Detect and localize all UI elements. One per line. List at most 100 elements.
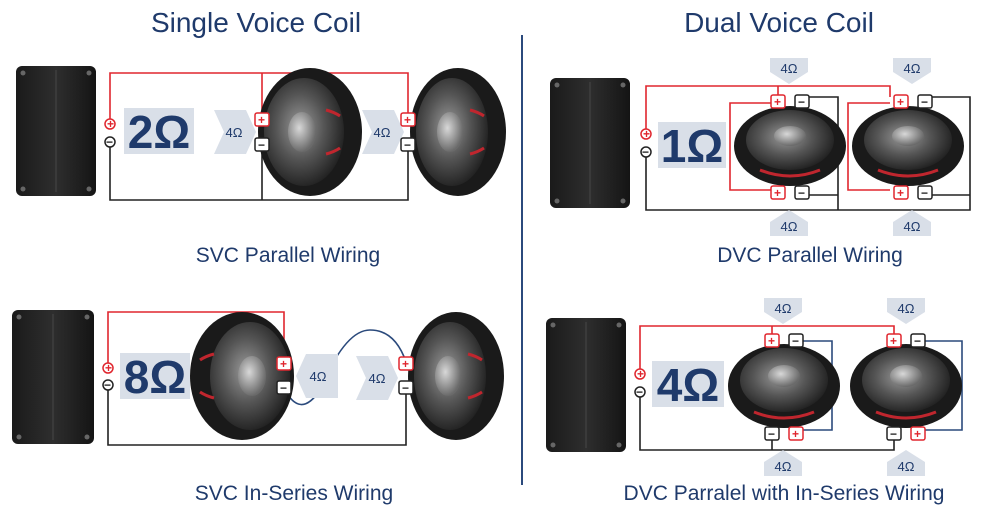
svc-parallel-caption: SVC Parallel Wiring — [196, 244, 380, 267]
speaker-2 — [408, 312, 504, 440]
speaker-1 — [258, 68, 362, 196]
speaker1-coil-label: 4Ω — [226, 125, 243, 140]
speaker1-negative-terminal — [276, 380, 292, 395]
svg-text:+: + — [107, 117, 114, 131]
svg-text:−: − — [106, 135, 113, 149]
speaker2-coil-label: 4Ω — [374, 125, 391, 140]
svg-text:−: − — [636, 385, 643, 399]
speaker-1 — [190, 312, 294, 440]
speaker2-top-positive-terminal — [886, 333, 902, 348]
amplifier — [16, 66, 96, 196]
speaker1-top-coil-label: 4Ω — [781, 61, 798, 76]
speaker2-top-negative-terminal — [910, 333, 926, 348]
svg-text:+: + — [890, 334, 897, 348]
speaker2-negative-terminal — [400, 137, 416, 152]
speaker2-positive-terminal — [398, 356, 414, 371]
total-impedance-label: 1Ω — [661, 120, 723, 172]
svc-series-diagram: + − 8Ω + − 4Ω 4Ω + − SVC In-S — [12, 310, 504, 505]
speaker2-bottom-negative-terminal — [886, 426, 902, 441]
svg-text:−: − — [792, 334, 799, 348]
svg-text:+: + — [897, 186, 904, 200]
svg-text:−: − — [404, 138, 411, 152]
amplifier — [546, 318, 626, 452]
svg-text:+: + — [897, 95, 904, 109]
single-voice-coil-heading: Single Voice Coil — [151, 7, 361, 38]
speaker2-bottom-negative-terminal — [917, 185, 933, 200]
amp-positive-terminal — [634, 368, 646, 380]
svg-text:−: − — [921, 186, 928, 200]
svg-text:−: − — [258, 138, 265, 152]
svg-text:+: + — [643, 127, 650, 141]
svg-text:+: + — [280, 357, 287, 371]
amp-positive-terminal — [102, 362, 114, 374]
speaker2-positive-terminal — [400, 112, 416, 127]
svg-text:+: + — [774, 95, 781, 109]
speaker1-top-positive-terminal — [764, 333, 780, 348]
speaker1-top-negative-terminal — [788, 333, 804, 348]
amp-negative-terminal — [104, 136, 116, 148]
amp-positive-terminal — [104, 118, 116, 130]
speaker1-bottom-negative-terminal — [764, 426, 780, 441]
speaker1-bottom-negative-terminal — [794, 185, 810, 200]
svg-text:−: − — [402, 381, 409, 395]
speaker1-bottom-positive-terminal — [788, 426, 804, 441]
speaker-1 — [734, 106, 846, 186]
speaker2-top-negative-terminal — [917, 94, 933, 109]
speaker1-coil-label: 4Ω — [310, 369, 327, 384]
svg-text:+: + — [258, 113, 265, 127]
amp-negative-terminal — [102, 379, 114, 391]
speaker1-positive-terminal — [254, 112, 270, 127]
svg-text:−: − — [890, 427, 897, 441]
speaker1-negative-terminal — [254, 137, 270, 152]
svg-text:−: − — [798, 186, 805, 200]
dual-voice-coil-heading: Dual Voice Coil — [684, 7, 874, 38]
amp-negative-terminal — [640, 146, 652, 158]
speaker1-top-coil-label: 4Ω — [775, 301, 792, 316]
svg-text:+: + — [404, 113, 411, 127]
speaker2-coil-label: 4Ω — [369, 371, 386, 386]
svg-text:−: − — [280, 381, 287, 395]
svg-text:+: + — [792, 427, 799, 441]
speaker2-bottom-coil-label: 4Ω — [898, 459, 915, 474]
svg-text:−: − — [914, 334, 921, 348]
speaker-2 — [852, 106, 964, 186]
speaker2-top-coil-label: 4Ω — [904, 61, 921, 76]
speaker2-negative-terminal — [398, 380, 414, 395]
total-impedance-label: 2Ω — [128, 106, 190, 158]
speaker2-bottom-positive-terminal — [893, 185, 909, 200]
amplifier — [12, 310, 94, 444]
dvc-series-diagram: + − 4Ω 4Ω 4Ω + − − + + − — [546, 298, 963, 505]
svg-text:+: + — [768, 334, 775, 348]
speaker2-top-positive-terminal — [893, 94, 909, 109]
dvc-parallel-caption: DVC Parallel Wiring — [717, 244, 903, 267]
speaker1-top-negative-terminal — [794, 94, 810, 109]
svg-text:−: − — [104, 378, 111, 392]
speaker1-top-positive-terminal — [770, 94, 786, 109]
svg-text:+: + — [637, 367, 644, 381]
speaker2-bottom-positive-terminal — [910, 426, 926, 441]
svg-text:+: + — [914, 427, 921, 441]
dvc-parallel-diagram: + − 1Ω 4Ω 4Ω + − + − + − — [550, 58, 971, 267]
svg-text:−: − — [768, 427, 775, 441]
svg-text:−: − — [798, 95, 805, 109]
speaker2-bottom-coil-label: 4Ω — [904, 219, 921, 234]
svc-parallel-diagram: + − 2Ω 4Ω 4Ω + − + − — [16, 66, 506, 267]
speaker-1 — [728, 344, 840, 428]
amp-positive-terminal — [640, 128, 652, 140]
speaker-2 — [410, 68, 506, 196]
svg-text:−: − — [642, 145, 649, 159]
dvc-series-caption: DVC Parralel with In-Series Wiring — [624, 482, 945, 505]
speaker1-positive-terminal — [276, 356, 292, 371]
total-impedance-label: 4Ω — [657, 359, 719, 411]
svc-series-caption: SVC In-Series Wiring — [195, 482, 393, 505]
speaker-2 — [850, 344, 962, 428]
svg-text:+: + — [105, 361, 112, 375]
svg-text:+: + — [402, 357, 409, 371]
total-impedance-label: 8Ω — [124, 351, 186, 403]
amplifier — [550, 78, 630, 208]
speaker2-top-coil-label: 4Ω — [898, 301, 915, 316]
speaker1-bottom-coil-label: 4Ω — [781, 219, 798, 234]
svg-text:−: − — [921, 95, 928, 109]
amp-negative-terminal — [634, 386, 646, 398]
